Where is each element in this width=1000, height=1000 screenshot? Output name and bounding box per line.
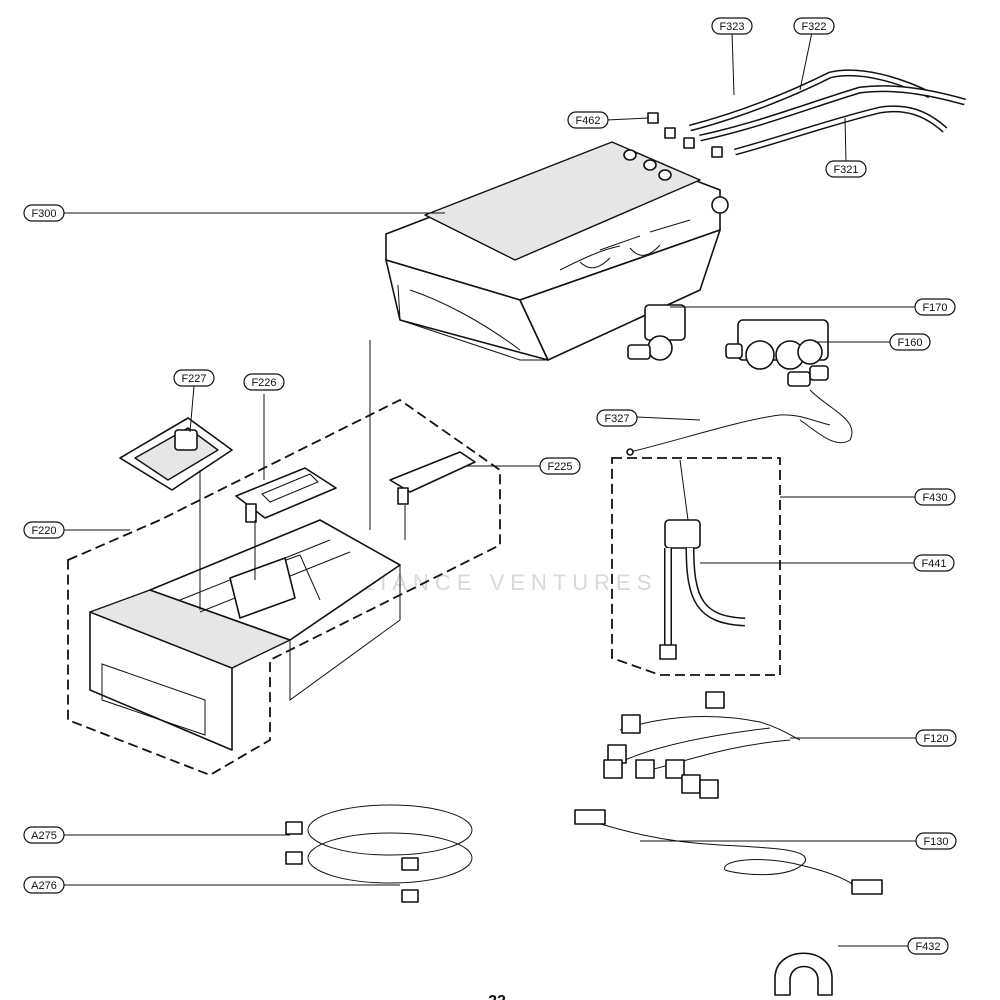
label-a276: A276 [23,876,65,894]
label-f462: F462 [567,111,609,129]
label-f130: F130 [915,832,957,850]
svg-text:F225: F225 [547,461,572,473]
svg-text:F323: F323 [719,21,744,33]
svg-text:F226: F226 [251,377,276,389]
svg-text:F170: F170 [922,302,947,314]
svg-text:A276: A276 [31,880,57,892]
label-f327: F327 [596,409,638,427]
leader-lines [64,31,916,947]
inlet-hoses-illustration [647,54,966,158]
drawer-caps-illustration [119,340,476,610]
page-number: 22 [488,993,506,1000]
svg-text:F321: F321 [833,164,858,176]
label-f226: F226 [243,373,285,391]
wire-f327-illustration [626,414,831,456]
hose-clip-illustration [774,952,833,996]
svg-text:F441: F441 [921,558,946,570]
dispenser-housing-illustration [385,141,729,361]
label-f430: F430 [914,488,956,506]
svg-text:F130: F130 [923,836,948,848]
label-a275: A275 [23,826,65,844]
svg-text:F120: F120 [923,733,948,745]
svg-text:A275: A275 [31,830,57,842]
label-f322: F322 [793,17,835,35]
inlet-valves-illustration [627,304,853,444]
svg-text:F227: F227 [181,373,206,385]
label-f120: F120 [915,729,957,747]
detergent-drawer-assembly-illustration [67,398,501,776]
svg-text:F327: F327 [604,413,629,425]
svg-text:F430: F430 [922,492,947,504]
wiring-harness-f120-illustration [603,691,801,799]
label-f300: F300 [23,204,65,222]
svg-text:F300: F300 [31,208,56,220]
label-f160: F160 [889,333,931,351]
label-f225: F225 [539,457,581,475]
wiring-harness-f130-illustration [574,809,883,895]
svg-text:F322: F322 [801,21,826,33]
label-f441: F441 [913,554,955,572]
label-f227: F227 [173,369,215,387]
label-f323: F323 [711,17,753,35]
svg-text:F462: F462 [575,115,600,127]
label-f220: F220 [23,521,65,539]
cable-coils-illustration [285,804,473,903]
label-f170: F170 [914,298,956,316]
svg-text:F160: F160 [897,337,922,349]
pressure-hose-assembly-illustration [611,457,781,676]
label-f321: F321 [825,160,867,178]
svg-text:F220: F220 [31,525,56,537]
svg-text:F432: F432 [915,941,940,953]
label-f432: F432 [907,937,949,955]
